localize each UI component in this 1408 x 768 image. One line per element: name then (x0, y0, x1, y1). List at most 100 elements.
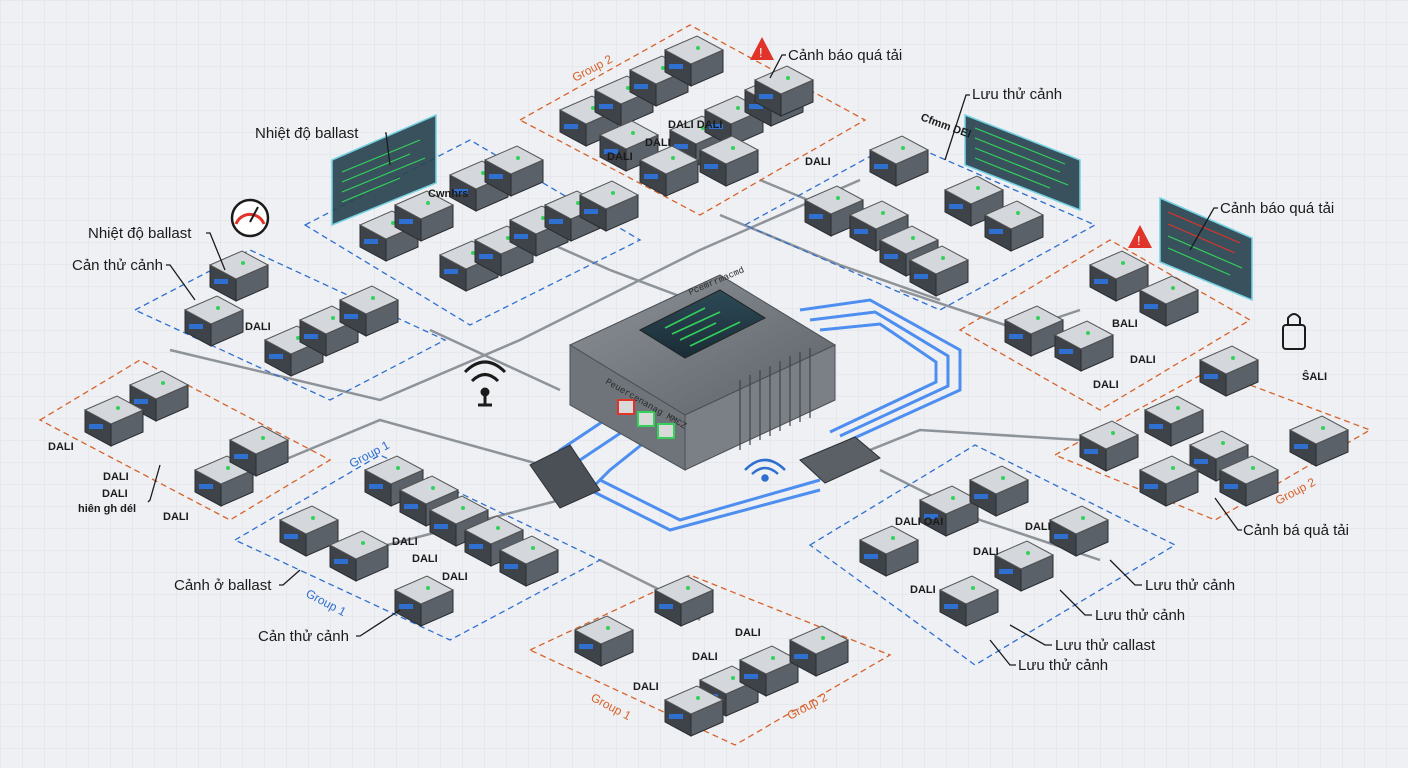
wifi-icon (463, 360, 507, 407)
lock-icon (1282, 313, 1306, 350)
callout-overload-warning: Cảnh báo quá tải (788, 47, 902, 64)
dali-module (228, 425, 290, 477)
group-box-leftlow (38, 359, 332, 521)
dali-module (128, 370, 190, 422)
callout-scene-save: Lưu thử cảnh (1145, 577, 1235, 594)
dali-module (663, 685, 725, 737)
dali-module (83, 395, 145, 447)
callout-leaders (147, 54, 1242, 666)
dali-module (498, 535, 560, 587)
dali-module (1048, 505, 1110, 557)
dali-modules (83, 35, 1350, 737)
group-box-bottomleft (233, 454, 602, 641)
dali-module (393, 190, 455, 242)
callout-scene-test: Cản thử cảnh (258, 628, 349, 645)
svg-text:BALI: BALI (1112, 318, 1138, 330)
svg-text:DALI: DALI (1130, 354, 1156, 366)
dali-module (868, 135, 930, 187)
dali-module (653, 575, 715, 627)
warning-icon: ! (1128, 225, 1152, 248)
dali-module (578, 180, 640, 232)
dali-module (208, 250, 270, 302)
switch-left (529, 444, 601, 509)
callout-overload-warning: Cảnh báo quá tải (1220, 200, 1334, 217)
svg-text:DALI OAI: DALI OAI (895, 516, 943, 528)
dali-module (1078, 420, 1140, 472)
callout-scene-save: Lưu thử cảnh (1095, 607, 1185, 624)
svg-text:DALI: DALI (103, 471, 129, 483)
svg-text:DALI: DALI (973, 546, 999, 558)
svg-text:!: ! (1137, 233, 1141, 248)
svg-text:DALI: DALI (48, 441, 74, 453)
callout-ballast: Cảnh ở ballast (174, 577, 272, 594)
dali-module (788, 625, 850, 677)
svg-text:DALI: DALI (1025, 521, 1051, 533)
dali-module (943, 175, 1005, 227)
callout-small: hiên gh dél (78, 503, 136, 515)
svg-text:DALI DALI: DALI DALI (668, 119, 722, 131)
dali-module (328, 530, 390, 582)
dali-module (1138, 275, 1200, 327)
central-hub: Pcemrrmacmd Peuercenanag MMCZ (568, 265, 837, 471)
dali-module (183, 295, 245, 347)
floating-screen (331, 113, 437, 227)
svg-text:DALI: DALI (102, 488, 128, 500)
dali-module (1088, 250, 1150, 302)
dali-module (358, 210, 420, 262)
svg-text:DALI: DALI (392, 536, 418, 548)
dali-module (753, 65, 815, 117)
dali-module (918, 485, 980, 537)
dali-module (483, 145, 545, 197)
dali-module (908, 245, 970, 297)
dali-module (573, 615, 635, 667)
callout-scene-test: Cản thử cảnh (72, 257, 163, 274)
switch-right (799, 436, 881, 484)
group-box-top (518, 24, 867, 216)
dali-module (278, 505, 340, 557)
dali-module (1003, 305, 1065, 357)
svg-text:DALI: DALI (645, 137, 671, 149)
floating-screen (1159, 196, 1253, 302)
callout-scene-save: Lưu thử cảnh (1018, 657, 1108, 674)
dali-module (663, 35, 725, 87)
callout-ballast-save: Lưu thử callast (1055, 637, 1156, 654)
svg-text:DALI: DALI (1093, 379, 1119, 391)
callout-ballast-temp: Nhiệt độ ballast (88, 225, 192, 242)
dali-module (983, 200, 1045, 252)
svg-text:DALI: DALI (735, 627, 761, 639)
svg-text:DALI: DALI (412, 553, 438, 565)
floating-screen (964, 113, 1081, 212)
dali-module (393, 575, 455, 627)
dali-module (1288, 415, 1350, 467)
dali-module (1218, 455, 1280, 507)
wifi-icon (744, 458, 786, 482)
svg-text:DALI: DALI (245, 321, 271, 333)
dali-module (698, 135, 760, 187)
svg-text:DALI: DALI (910, 584, 936, 596)
svg-text:DALI: DALI (805, 156, 831, 168)
dali-module (638, 145, 700, 197)
svg-text:DALI: DALI (607, 151, 633, 163)
svg-text:DALI: DALI (633, 681, 659, 693)
dali-module (1138, 455, 1200, 507)
small-tag: Cwnhrs (428, 188, 468, 200)
gauge-icon (230, 198, 270, 238)
dali-module (738, 645, 800, 697)
dali-module (858, 525, 920, 577)
callout-scene-save: Lưu thử cảnh (972, 86, 1062, 103)
dali-module (938, 575, 1000, 627)
warning-icon: ! (750, 37, 774, 60)
svg-text:!: ! (759, 45, 763, 60)
svg-text:ŜALI: ŜALI (1302, 370, 1327, 383)
group-box-bottom (528, 574, 892, 746)
dali-module (993, 540, 1055, 592)
svg-text:DALI: DALI (442, 571, 468, 583)
dali-module (598, 120, 660, 172)
dali-module (1143, 395, 1205, 447)
dali-module (1053, 320, 1115, 372)
dali-module (968, 465, 1030, 517)
dali-module (1198, 345, 1260, 397)
group-box-left (133, 249, 447, 401)
svg-text:DALI: DALI (692, 651, 718, 663)
